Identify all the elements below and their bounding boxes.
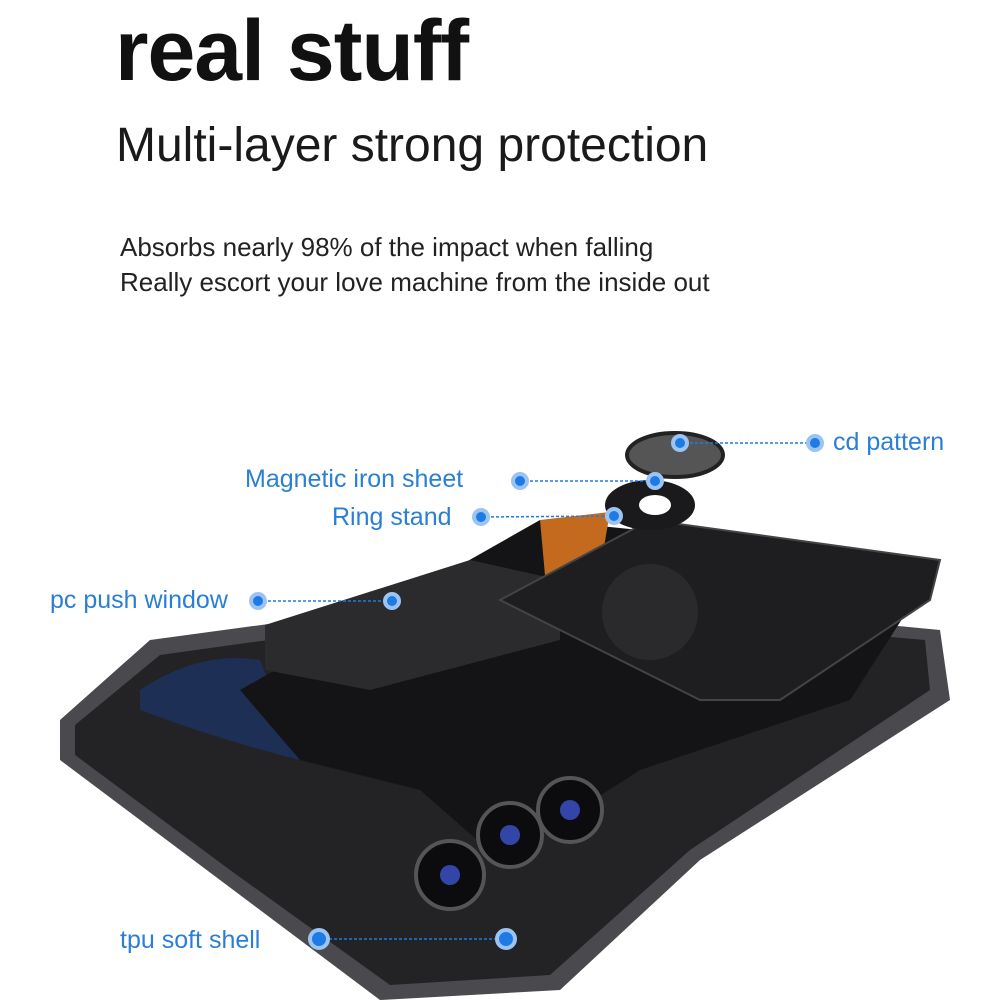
callout-dot — [249, 592, 267, 610]
stand-frame — [497, 518, 942, 701]
callout-cd-pattern: cd pattern — [833, 428, 945, 456]
push-window — [265, 560, 560, 690]
callout-dot — [383, 592, 401, 610]
headline: real stuff — [115, 3, 469, 99]
callout-magnetic-iron-sheet: Magnetic iron sheet — [245, 465, 464, 493]
description-line-1: Absorbs nearly 98% of the impact when fa… — [120, 232, 654, 262]
callout-ring-stand: Ring stand — [332, 503, 452, 531]
callout-dot — [308, 928, 330, 950]
subheadline: Multi-layer strong protection — [116, 119, 709, 172]
description-line-2: Really escort your love machine from the… — [120, 267, 710, 297]
callout-dot — [495, 928, 517, 950]
callout-dot — [806, 434, 824, 452]
cd-disc — [625, 431, 725, 479]
callout-dot — [646, 472, 664, 490]
callout-dot — [605, 507, 623, 525]
callout-dot — [472, 508, 490, 526]
callout-tpu-soft-shell: tpu soft shell — [120, 926, 261, 954]
callout-pc-push-window: pc push window — [50, 586, 228, 614]
callout-dot — [511, 472, 529, 490]
callout-dot — [671, 434, 689, 452]
